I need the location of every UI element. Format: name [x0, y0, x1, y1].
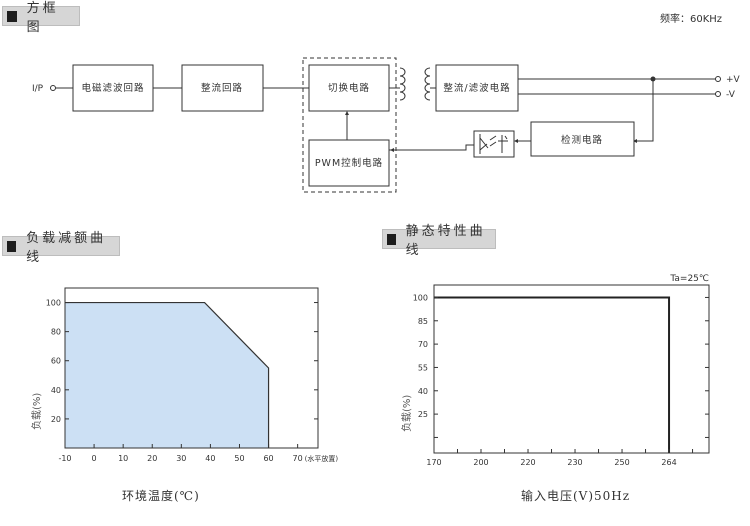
arrow-head-icon — [633, 139, 637, 143]
static-chart: Ta=25℃ 170 200 220 230 250 264 25 40 55 70 85 100 — [413, 274, 710, 467]
output-terminal-positive — [715, 76, 721, 82]
y-tick-label: 100 — [413, 293, 428, 302]
block-rectifier — [181, 64, 264, 112]
derating-chart: -10 0 10 20 30 40 50 60 70(水平放置) 20 40 60 80 100 — [46, 287, 339, 463]
derating-x-axis-label: 环境温度(℃) — [122, 489, 200, 503]
x-tick-label: 200 — [473, 458, 488, 467]
square-bullet-icon — [7, 240, 17, 252]
input-label: I/P — [32, 84, 44, 94]
y-tick-label: 80 — [51, 328, 61, 337]
square-bullet-icon — [387, 233, 396, 245]
x-tick-suffix: (水平放置) — [305, 454, 339, 463]
static-y-axis-label: 负载(%) — [402, 394, 413, 432]
y-tick-label: 40 — [418, 387, 428, 396]
x-tick-label: 50 — [234, 454, 244, 463]
y-tick-label: 70 — [418, 340, 428, 349]
block-rectifier-label: 整流回路 — [201, 82, 243, 94]
x-tick-label: -10 — [58, 454, 71, 463]
x-tick-label: 70 — [293, 454, 303, 463]
x-tick-label: 264 — [661, 458, 676, 467]
x-tick-label: 40 — [205, 454, 215, 463]
plot-frame — [433, 284, 710, 454]
block-output-rect-filter-label: 整流/滤波电路 — [443, 82, 510, 94]
x-tick-label: 10 — [118, 454, 128, 463]
annotation-ta: Ta=25℃ — [669, 274, 709, 284]
x-tick-label: 220 — [520, 458, 535, 467]
block-output-rect-filter — [435, 64, 519, 112]
output-label-negative: -V — [726, 90, 736, 100]
y-tick-label: 100 — [46, 299, 61, 308]
arrow-head-icon — [345, 111, 349, 115]
x-tick-label: 250 — [614, 458, 629, 467]
frequency-label: 频率：60KHz — [660, 14, 723, 25]
block-pwm-label: PWM控制电路 — [315, 157, 383, 169]
y-tick-label: 55 — [418, 363, 428, 372]
block-switching-label: 切换电路 — [328, 82, 370, 94]
transformer-icon — [389, 67, 436, 101]
section-title-text: 负载减额曲线 — [26, 231, 107, 265]
x-tick-label: 20 — [147, 454, 157, 463]
y-tick-label: 20 — [51, 415, 61, 424]
block-pwm — [308, 139, 390, 187]
y-tick-label: 60 — [51, 357, 61, 366]
section-title-text: 方框图 — [26, 1, 59, 35]
x-tick-label: 170 — [426, 458, 441, 467]
wire-feedback — [634, 79, 654, 142]
y-tick-label: 25 — [418, 410, 428, 419]
y-tick-label: 85 — [418, 317, 428, 326]
x-tick-label: 0 — [92, 454, 97, 463]
block-emi-filter — [72, 64, 154, 112]
x-tick-label: 230 — [567, 458, 582, 467]
section-title-derating: 负载减额曲线 — [2, 231, 120, 265]
block-detection-label: 检测电路 — [561, 134, 603, 146]
derating-area — [65, 302, 269, 448]
plot-frame — [64, 287, 319, 449]
square-bullet-icon — [7, 10, 17, 22]
dashed-group-border — [302, 57, 397, 193]
derating-y-axis-label: 负载(%) — [32, 392, 43, 430]
input-terminal — [50, 85, 56, 91]
block-diagram: I/P 电磁滤波回路 整流回路 切换电路 PWM控制电路 整流/滤波电路 +V … — [32, 57, 741, 193]
block-emi-filter-label: 电磁滤波回路 — [81, 82, 144, 94]
static-x-axis-label: 输入电压(V)50Hz — [521, 489, 631, 503]
derating-curve-line — [65, 301, 270, 448]
block-detection — [530, 121, 635, 157]
x-tick-label: 60 — [263, 454, 273, 463]
arrow-head-icon — [514, 139, 518, 143]
section-title-text: 静态特性曲线 — [405, 224, 486, 258]
x-tick-label: 30 — [176, 454, 186, 463]
section-title-static: 静态特性曲线 — [382, 224, 496, 258]
y-tick-label: 40 — [51, 386, 61, 395]
wire-opto-to-pwm — [389, 144, 474, 151]
optocoupler-icon — [473, 130, 515, 158]
arrow-head-icon — [390, 148, 394, 152]
static-curve-line — [434, 296, 671, 453]
output-label-positive: +V — [726, 75, 741, 85]
output-terminal-negative — [715, 91, 721, 97]
section-title-block-diagram: 方框图 — [2, 1, 80, 35]
